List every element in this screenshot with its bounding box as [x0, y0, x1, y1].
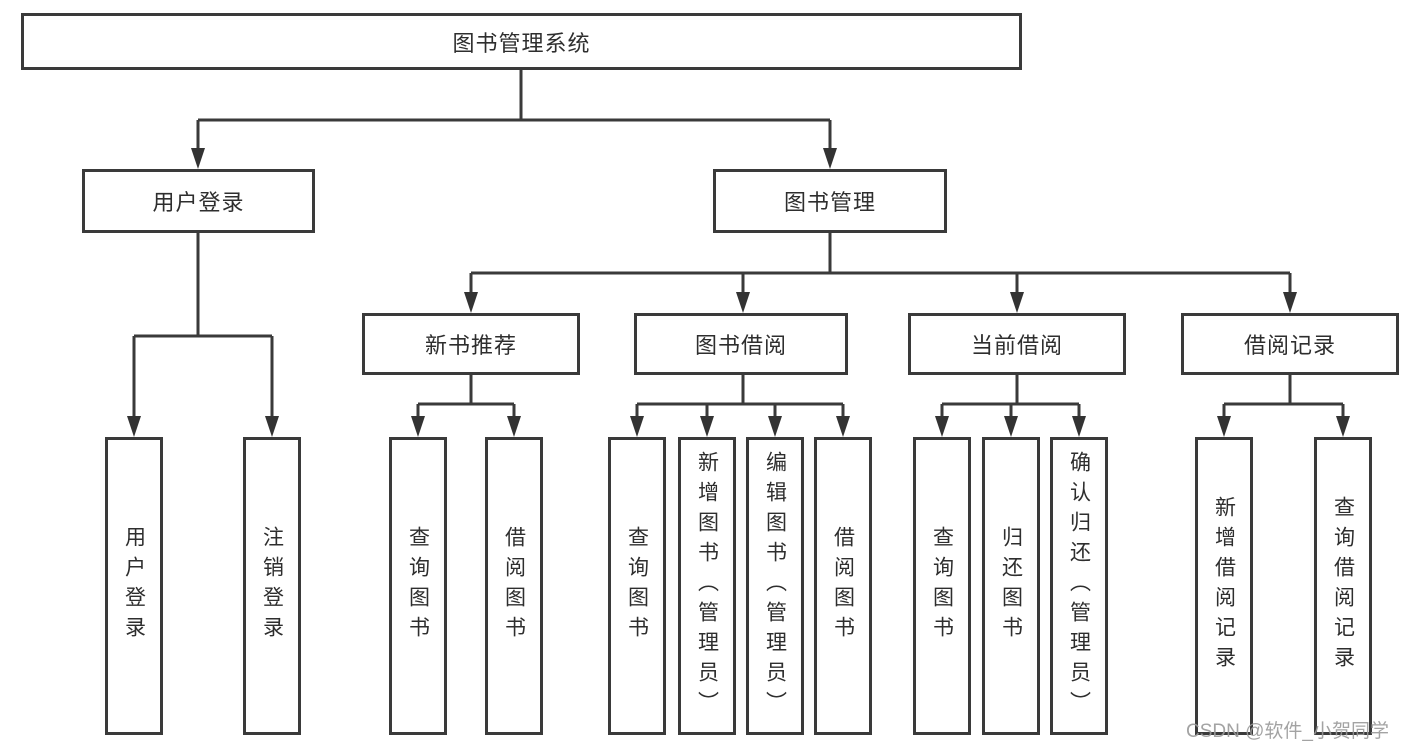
node-book-management: 图书管理: [713, 169, 947, 233]
leaf-user-login: 用户登录: [105, 437, 163, 735]
node-current-borrowing: 当前借阅: [908, 313, 1126, 375]
leaf-query-borrow-record: 查询借阅记录: [1314, 437, 1372, 735]
leaf-borrow-books-recommend: 借阅图书: [485, 437, 543, 735]
node-label: 编辑图书（管理员）: [763, 451, 787, 721]
leaf-confirm-return-admin: 确认归还（管理员）: [1050, 437, 1108, 735]
node-label: 注销登录: [260, 526, 284, 646]
leaf-add-borrow-record: 新增借阅记录: [1195, 437, 1253, 735]
node-label: 借阅图书: [502, 526, 526, 646]
node-root-system: 图书管理系统: [21, 13, 1022, 70]
arrowhead-icons: [127, 148, 1350, 437]
leaf-query-books-recommend: 查询图书: [389, 437, 447, 735]
node-label: 图书借阅: [694, 333, 787, 358]
node-label: 借阅图书: [831, 526, 855, 646]
node-label: 用户登录: [122, 526, 146, 646]
leaf-logout: 注销登录: [243, 437, 301, 735]
leaf-add-books-admin: 新增图书（管理员）: [678, 437, 736, 735]
node-label: 图书管理系统: [452, 30, 591, 56]
leaf-return-books: 归还图书: [982, 437, 1040, 735]
csdn-watermark: CSDN @软件_小贺同学: [1186, 721, 1389, 742]
leaf-query-books-current: 查询图书: [913, 437, 971, 735]
leaf-query-books-borrowing: 查询图书: [608, 437, 666, 735]
node-label: 新增图书（管理员）: [695, 451, 719, 721]
node-label: 借阅记录: [1243, 333, 1336, 358]
node-label: 查询图书: [625, 526, 649, 646]
node-label: 新增借阅记录: [1212, 496, 1236, 676]
leaf-edit-books-admin: 编辑图书（管理员）: [746, 437, 804, 735]
node-new-book-recommend: 新书推荐: [362, 313, 580, 375]
node-label: 新书推荐: [424, 333, 517, 358]
leaf-borrow-books: 借阅图书: [814, 437, 872, 735]
node-label: 查询图书: [406, 526, 430, 646]
node-label: 用户登录: [152, 190, 245, 215]
node-label: 确认归还（管理员）: [1067, 451, 1091, 721]
node-label: 图书管理: [783, 190, 876, 215]
node-book-borrowing: 图书借阅: [634, 313, 848, 375]
node-label: 查询图书: [930, 526, 954, 646]
node-label: 归还图书: [999, 526, 1023, 646]
node-label: 查询借阅记录: [1331, 496, 1355, 676]
node-borrowing-records: 借阅记录: [1181, 313, 1399, 375]
node-label: 当前借阅: [970, 333, 1063, 358]
node-user-login: 用户登录: [82, 169, 315, 233]
